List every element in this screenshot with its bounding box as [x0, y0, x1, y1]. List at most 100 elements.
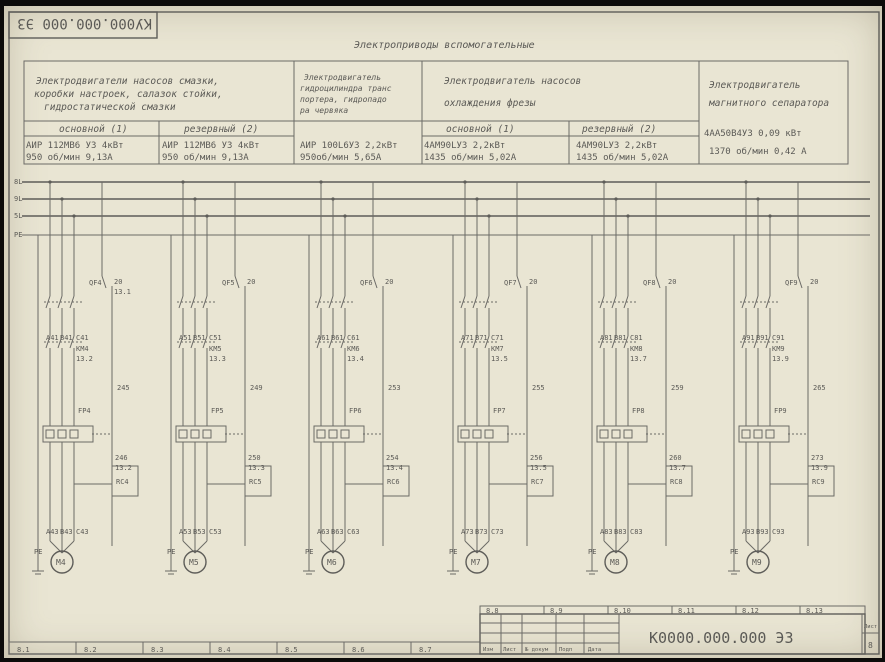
contactor-label: КМ6 — [347, 345, 360, 353]
tb-col-date: Дата — [588, 647, 601, 653]
diagram-title: Электроприводы вспомогательные — [354, 40, 535, 51]
wire-number-2-ref: 13.5 — [530, 464, 547, 472]
tb-sheet-no: 8 — [868, 641, 873, 650]
bus-label-1: 9L — [14, 195, 22, 203]
sheet-ref: 20 — [247, 278, 255, 286]
rc-block — [807, 465, 835, 497]
phase-b-label: B71 — [475, 334, 488, 342]
thermal-element — [57, 429, 67, 439]
rc-block — [526, 465, 554, 497]
motor-symbol — [50, 550, 74, 574]
zone-label-bottom-4: 8.5 — [285, 646, 298, 654]
control-contact — [101, 275, 107, 289]
control-contact — [372, 275, 378, 289]
wire-number-2-ref: 13.9 — [811, 464, 828, 472]
junction-dot — [463, 180, 467, 184]
sheet-ref: 20 — [668, 278, 676, 286]
zone-label-right-3: 8.11 — [678, 607, 695, 615]
tb-col-doc: № докум — [525, 647, 549, 653]
phase-b-label: B91 — [756, 334, 769, 342]
control-contact — [655, 275, 661, 289]
thermal-relay — [313, 425, 365, 443]
thermal-element — [328, 429, 338, 439]
phase-c-out-label: C93 — [772, 528, 785, 536]
control-contact — [797, 275, 803, 289]
wire-number: 249 — [250, 384, 263, 392]
sheet-ref: 20 — [810, 278, 818, 286]
phase-a-out-label: A73 — [461, 528, 474, 536]
phase-a-out-label: A93 — [742, 528, 755, 536]
thermal-element — [460, 429, 470, 439]
pe-label: PE — [305, 548, 313, 556]
wire-number-2: 260 — [669, 454, 682, 462]
phase-a-label: A71 — [461, 334, 474, 342]
thermal-element — [340, 429, 350, 439]
wire-number: 259 — [671, 384, 684, 392]
zone-label-bottom-0: 8.1 — [17, 646, 30, 654]
phase-b-label: B81 — [614, 334, 627, 342]
phase-b-out-label: B63 — [331, 528, 344, 536]
motor-symbol — [746, 550, 770, 574]
contactor-ref: 13.9 — [772, 355, 789, 363]
spec-table: Электродвигатели насосов смазки, коробки… — [23, 60, 849, 165]
thermal-element — [765, 429, 775, 439]
phase-a-out-label: A53 — [179, 528, 192, 536]
zone-label-bottom-1: 8.2 — [84, 646, 97, 654]
motor-symbol — [604, 550, 628, 574]
junction-dot — [343, 214, 347, 218]
phase-b-out-label: B93 — [756, 528, 769, 536]
breaker-label: QF5 — [222, 279, 235, 287]
motor-label: М5 — [189, 558, 199, 567]
bus-label-3: PE — [14, 231, 22, 239]
contactor-label: КМ7 — [491, 345, 504, 353]
col2-header-line1: Электродвигатель — [304, 73, 381, 82]
col1-header-line2: коробки настроек, салазок стойки, — [34, 89, 223, 100]
sheet-ref-sub: 13.1 — [114, 288, 131, 296]
col2-spec-1: АИР 100L6УЗ 2,2кВт — [300, 141, 398, 151]
phase-c-label: C71 — [491, 334, 504, 342]
col4-spec-1: 4АА50В4УЗ 0,09 кВт — [704, 129, 802, 139]
col3-main-spec-2: 1435 об/мин 5,02А — [424, 152, 517, 163]
zone-label-right-5: 8.13 — [806, 607, 823, 615]
thermal-element — [611, 429, 621, 439]
motor-label: М8 — [610, 558, 620, 567]
rc-block — [665, 465, 693, 497]
contactor-ref: 13.4 — [347, 355, 364, 363]
thermal-label: FP9 — [774, 407, 787, 415]
wire-number-2-ref: 13.7 — [669, 464, 686, 472]
junction-dot — [744, 180, 748, 184]
thermal-label: FP8 — [632, 407, 645, 415]
col3-header: Электродвигатель насосов — [444, 76, 581, 87]
col1-header-line3: гидростатической смазки — [44, 102, 176, 113]
wire-number-2: 256 — [530, 454, 543, 462]
control-contact — [516, 275, 522, 289]
pe-label: PE — [449, 548, 457, 556]
col1-main-spec-1: АИР 112МВ6 УЗ 4кВт — [26, 141, 124, 151]
phase-a-out-label: A63 — [317, 528, 330, 536]
col3-res-spec-2: 1435 об/мин 5,02А — [576, 152, 669, 163]
thermal-relay — [42, 425, 94, 443]
bus-label-0: 8L — [14, 178, 22, 186]
thermal-element — [316, 429, 326, 439]
phase-b-out-label: B53 — [193, 528, 206, 536]
breaker-label: QF7 — [504, 279, 517, 287]
col3-sub-main: основной (1) — [446, 124, 515, 135]
rc-label: RC8 — [670, 478, 683, 486]
junction-dot — [181, 180, 185, 184]
thermal-element — [741, 429, 751, 439]
pe-label: PE — [34, 548, 42, 556]
junction-dot — [72, 214, 76, 218]
rc-label: RC4 — [116, 478, 129, 486]
pe-label: PE — [588, 548, 596, 556]
thermal-element — [69, 429, 79, 439]
phase-a-out-label: A43 — [46, 528, 59, 536]
phase-a-label: A81 — [600, 334, 613, 342]
thermal-label: FP6 — [349, 407, 362, 415]
zone-row-bottom — [8, 641, 481, 655]
tb-col-list: Лист — [503, 647, 516, 653]
phase-c-out-label: C43 — [76, 528, 89, 536]
col4-spec-2: 1370 об/мин 0,42 А — [709, 146, 807, 157]
